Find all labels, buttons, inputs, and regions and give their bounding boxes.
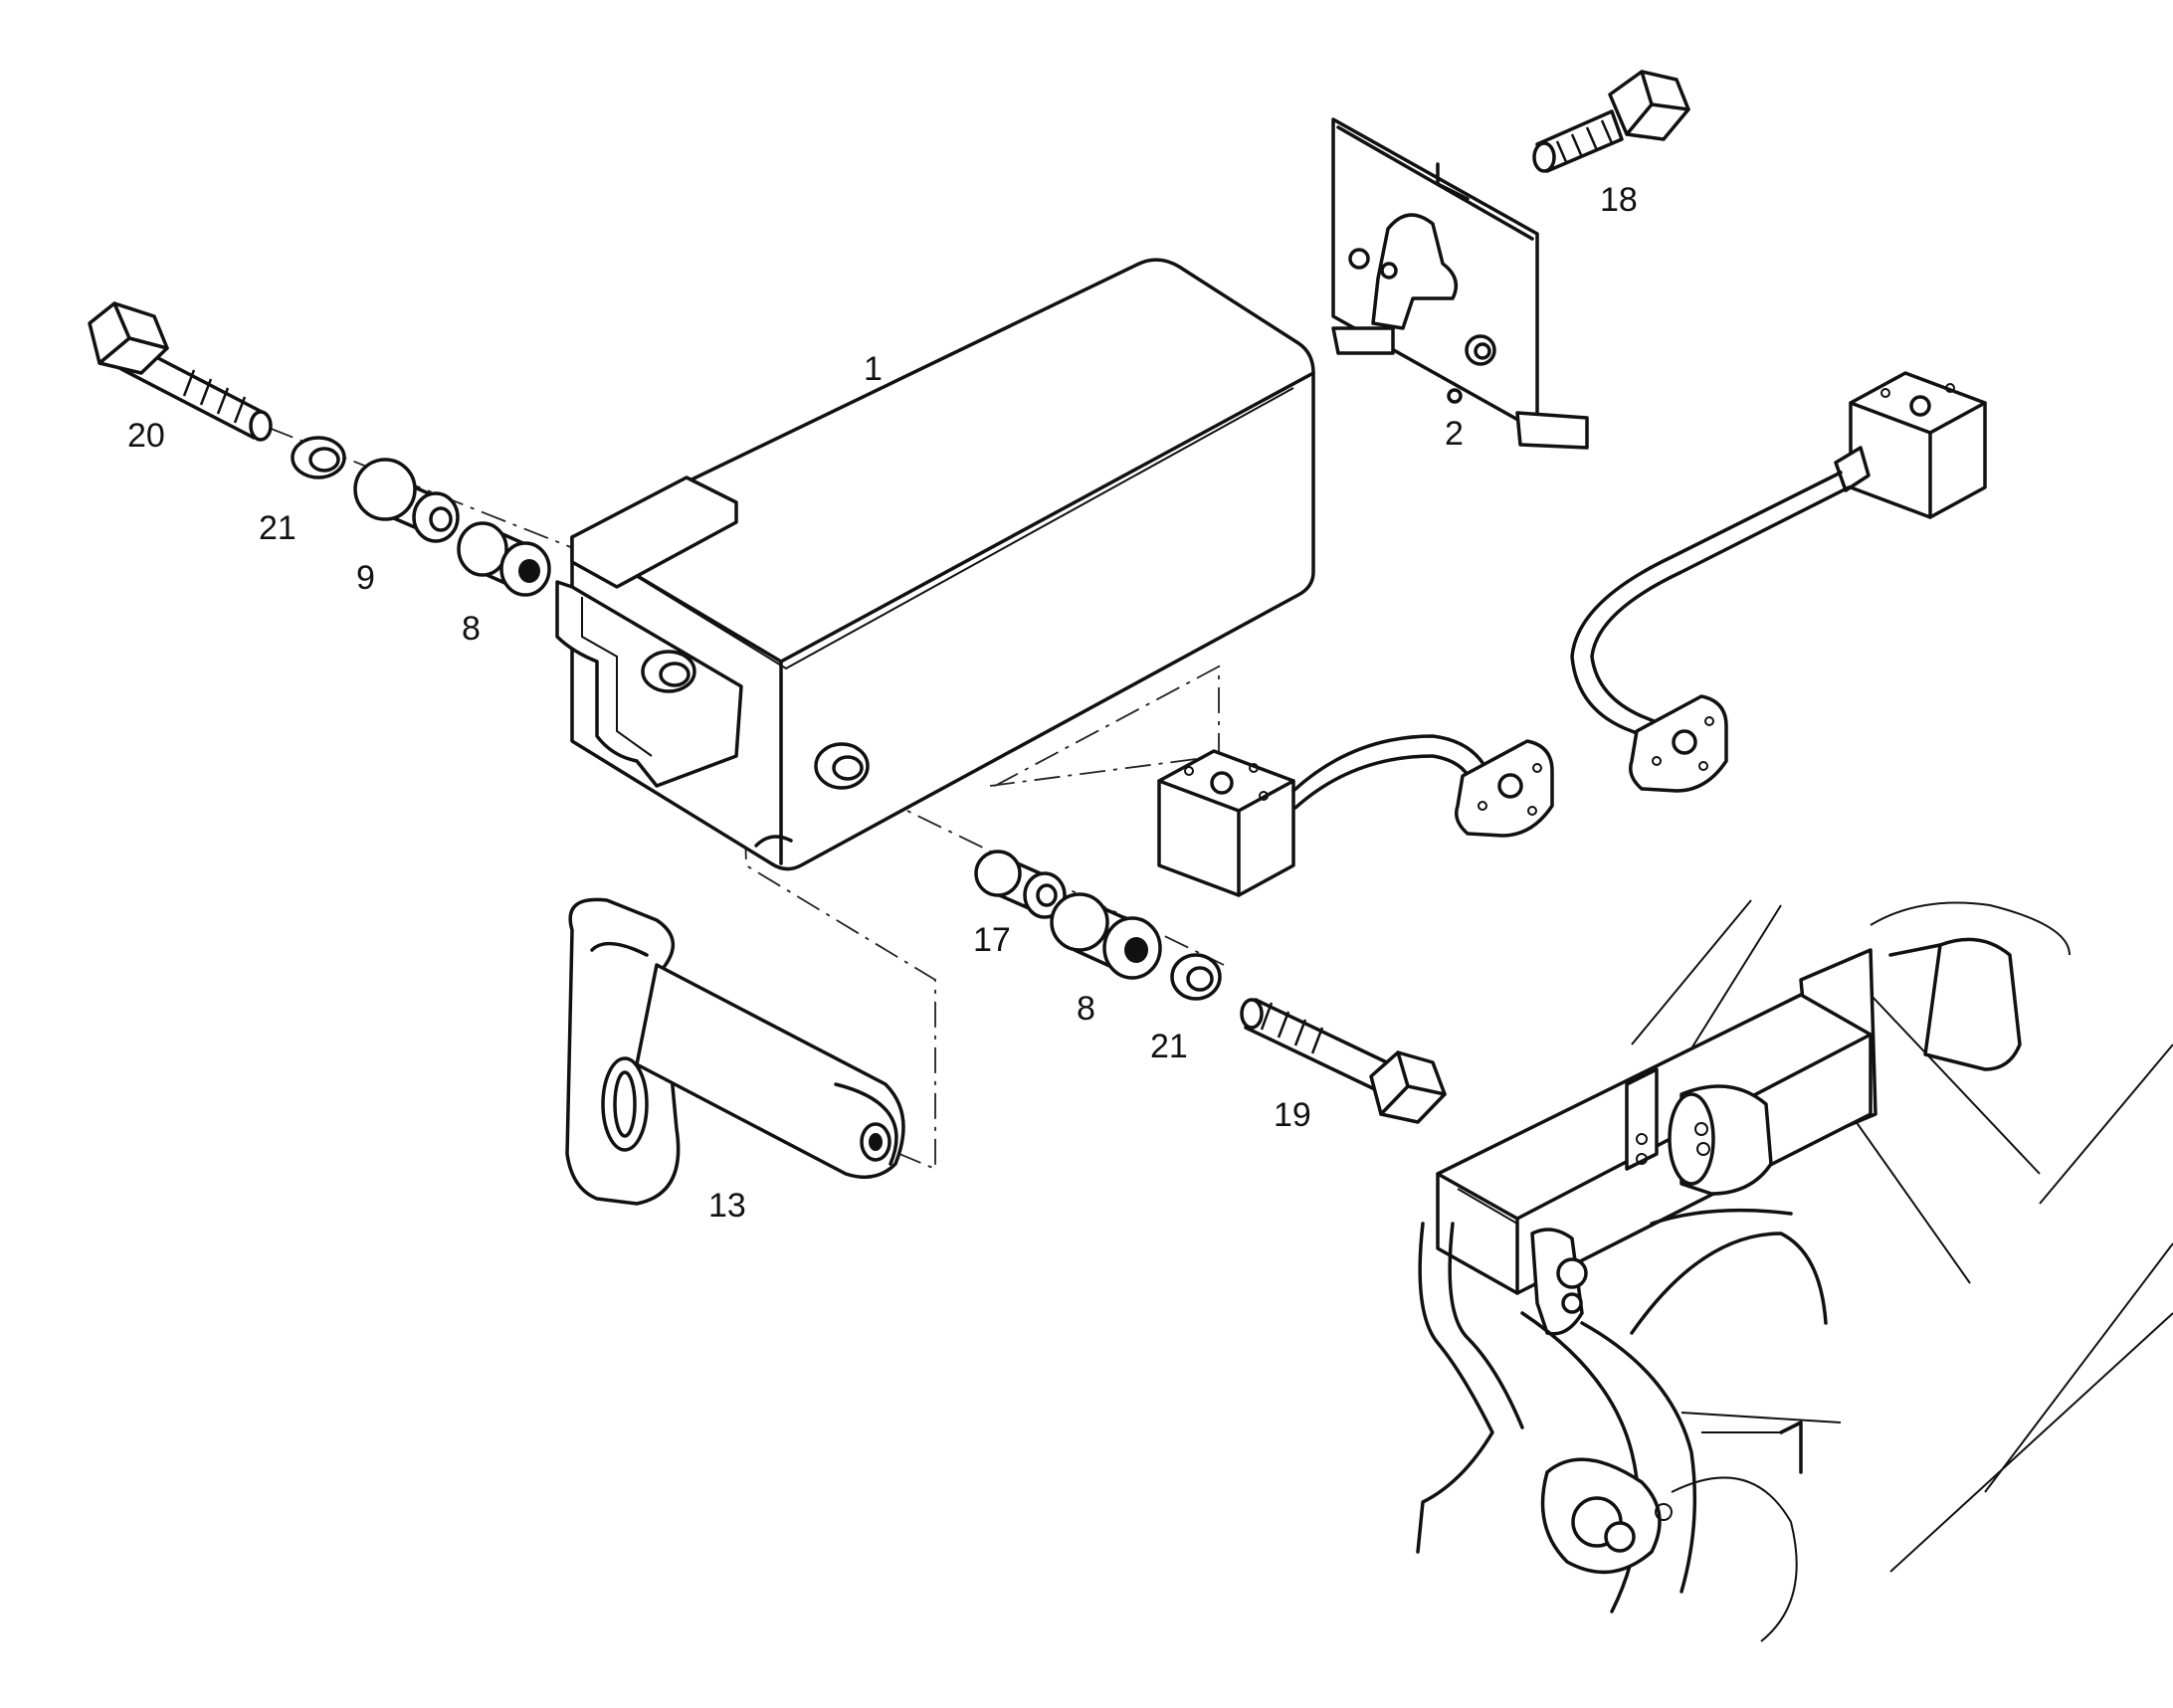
- label-part-13: 13: [708, 1187, 746, 1225]
- label-part-8-lower: 8: [1077, 990, 1095, 1028]
- label-part-21-lower: 21: [1150, 1028, 1188, 1065]
- machine-assembly-context: [1416, 899, 2173, 1642]
- label-part-18: 18: [1600, 181, 1638, 219]
- part-17-sleeve: [974, 850, 1067, 919]
- part-number-labels: 1 2 18 20 21 9 8 17 8 21 19 13: [127, 181, 1638, 1225]
- part-18-bolt: [1532, 70, 1690, 173]
- label-part-8-upper: 8: [462, 610, 481, 648]
- part-9-bushing: [353, 458, 460, 543]
- part-8-bush-upper: [457, 521, 551, 597]
- part-19-bolt: [1240, 998, 1447, 1124]
- actuator-with-cable-right: [1570, 371, 1987, 793]
- label-part-17: 17: [973, 921, 1011, 959]
- part-2-bracket: [1331, 117, 1589, 450]
- part-13-handle: [565, 897, 905, 1206]
- part-20-bolt: [88, 301, 273, 442]
- label-part-20: 20: [127, 417, 165, 455]
- label-part-21-upper: 21: [259, 509, 296, 547]
- part-1-housing: [555, 258, 1315, 871]
- label-part-1: 1: [864, 350, 883, 388]
- part-21-washer-lower: [1170, 953, 1222, 1001]
- label-part-2: 2: [1445, 415, 1464, 453]
- label-part-9: 9: [356, 559, 375, 597]
- part-21-washer-upper: [291, 436, 346, 479]
- part-8-bush-lower: [1050, 892, 1162, 980]
- label-part-19: 19: [1274, 1096, 1311, 1134]
- actuator-with-cable-middle: [1157, 734, 1554, 897]
